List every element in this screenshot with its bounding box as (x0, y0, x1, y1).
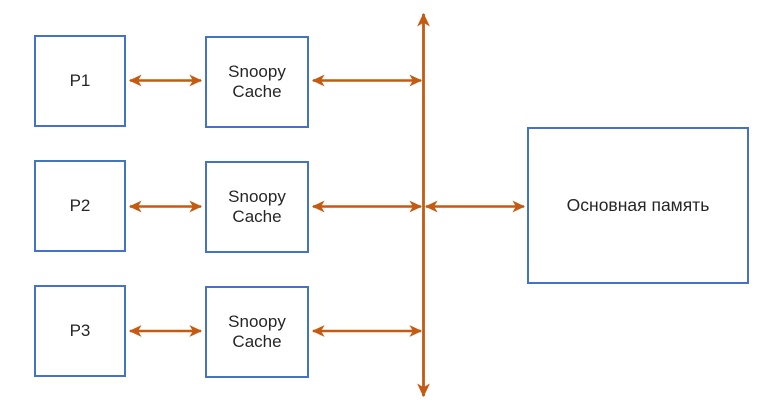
node-label: P3 (69, 320, 91, 340)
node-processor-p3[interactable]: P3 (34, 285, 126, 377)
node-label: P2 (69, 195, 91, 215)
node-main-memory[interactable]: Основная память (527, 127, 749, 284)
node-processor-p1[interactable]: P1 (34, 35, 126, 127)
node-label: Snoopy Cache (228, 311, 286, 351)
node-label: Основная память (566, 195, 710, 216)
node-snoopy-cache-1[interactable]: Snoopy Cache (205, 36, 309, 128)
node-snoopy-cache-2[interactable]: Snoopy Cache (205, 161, 309, 253)
node-label: Snoopy Cache (228, 186, 286, 226)
node-processor-p2[interactable]: P2 (34, 160, 126, 252)
node-label: Snoopy Cache (228, 61, 286, 101)
node-snoopy-cache-3[interactable]: Snoopy Cache (205, 286, 309, 378)
node-label: P1 (69, 70, 91, 90)
